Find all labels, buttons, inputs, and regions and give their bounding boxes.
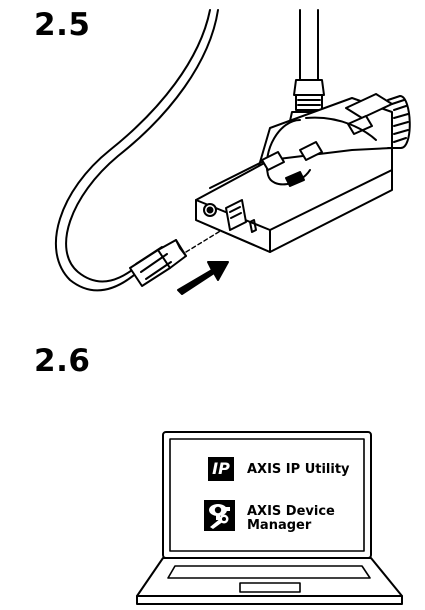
ip-utility-label[interactable]: AXIS IP Utility (247, 462, 350, 477)
step-number-connect: 2.5 (34, 7, 91, 43)
network-cable (55, 9, 219, 292)
rj45-plug-icon (129, 239, 187, 287)
step-number-software: 2.6 (34, 343, 91, 379)
ip-utility-icon-text: IP (212, 459, 230, 478)
device-manager-label[interactable]: AXIS Device Manager (247, 504, 335, 533)
device-manager-icon[interactable] (204, 500, 235, 531)
camera-body (195, 93, 411, 253)
direction-arrow-icon (177, 261, 229, 295)
insertion-guide-line (185, 221, 236, 253)
camera-wrench-icon (209, 504, 230, 529)
ip-utility-icon[interactable]: IP (208, 457, 234, 481)
